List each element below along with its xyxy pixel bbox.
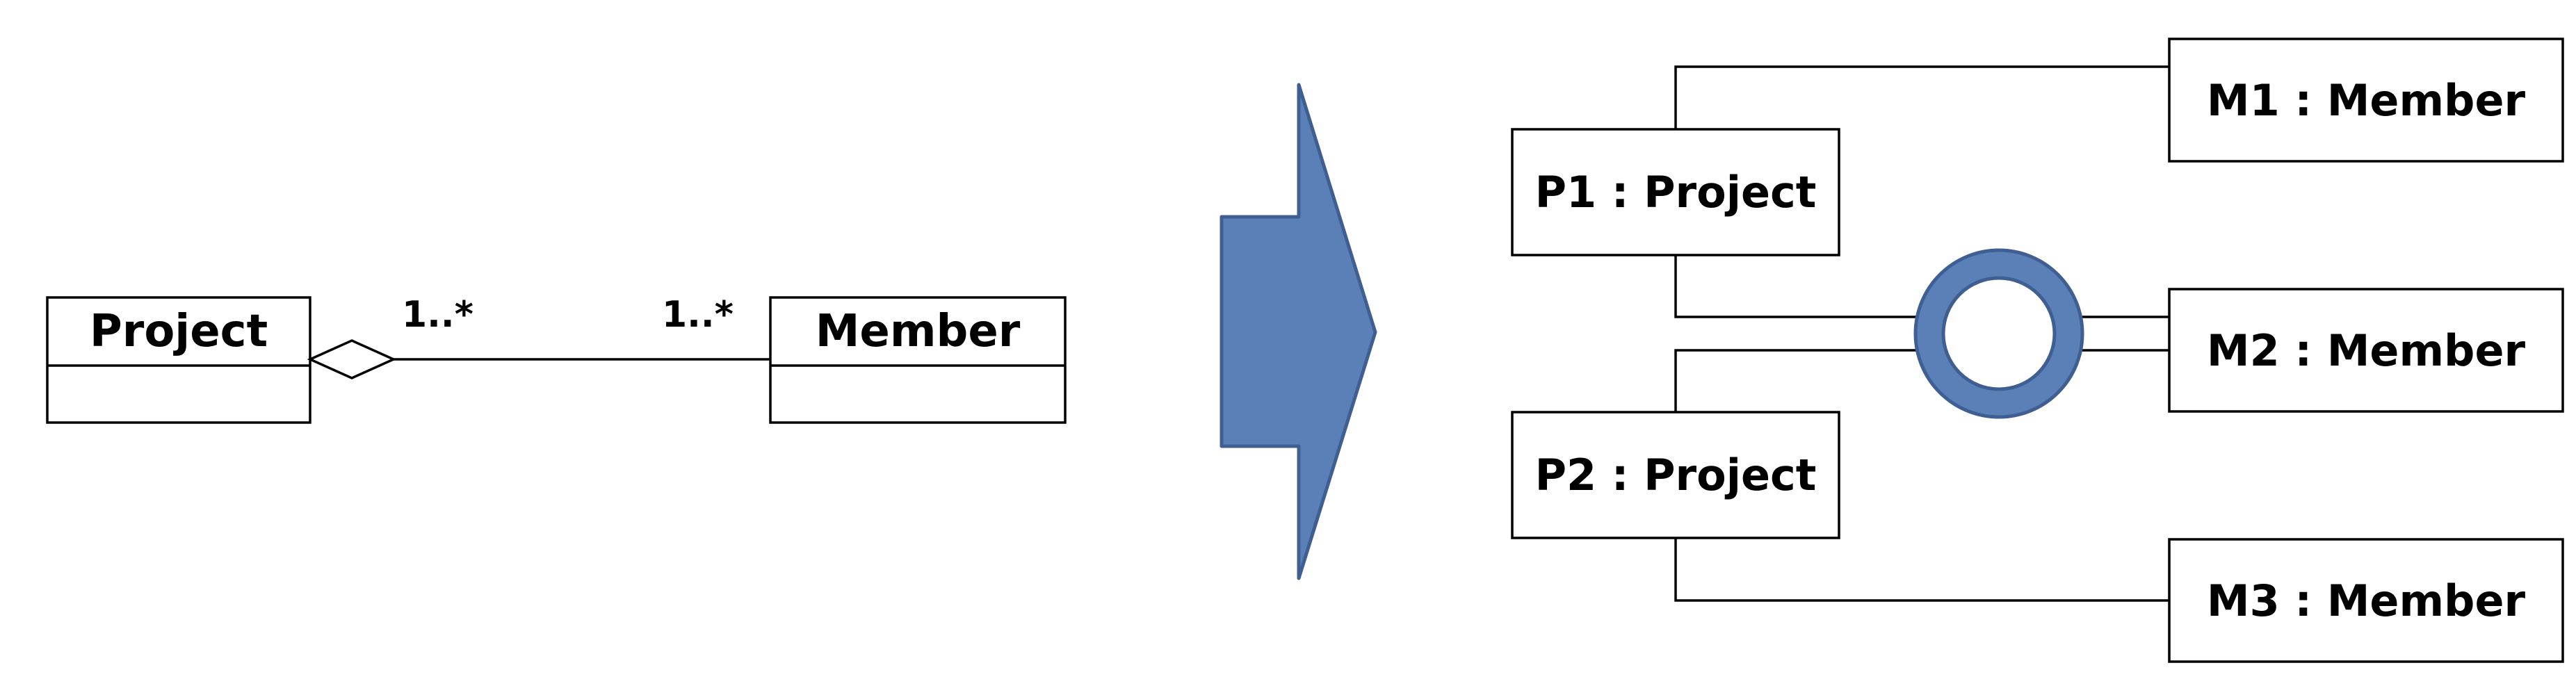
multiplicity-left: 1..* xyxy=(402,294,473,336)
class-box-member: Member xyxy=(769,296,1067,424)
aggregation-diamond-icon xyxy=(307,339,397,379)
aggregation-association xyxy=(307,339,770,379)
object-box-p2: P2 : Project xyxy=(1511,411,1840,539)
object-diagram: P1 : Project P2 : Project M1 : Member M2… xyxy=(1511,38,2564,663)
class-box-project: Project xyxy=(46,296,311,424)
class-diagram: Project Member 1..* 1..* xyxy=(46,294,1067,424)
object-label-p1: P1 : Project xyxy=(1535,167,1817,218)
object-label-m2: M2 : Member xyxy=(2207,325,2526,376)
object-label-p2: P2 : Project xyxy=(1535,450,1817,500)
object-box-m3: M3 : Member xyxy=(2168,538,2564,663)
ring-icon xyxy=(1913,248,2084,419)
block-arrow-right-icon xyxy=(1220,83,1377,580)
class-name-project: Project xyxy=(90,306,268,357)
class-name-member: Member xyxy=(816,306,1021,357)
object-box-p1: P1 : Project xyxy=(1511,128,1840,256)
object-box-m2: M2 : Member xyxy=(2168,288,2564,413)
multiplicity-right: 1..* xyxy=(662,294,734,336)
object-box-m1: M1 : Member xyxy=(2168,38,2564,163)
object-label-m3: M3 : Member xyxy=(2207,575,2526,626)
object-label-m1: M1 : Member xyxy=(2207,75,2526,126)
object-links xyxy=(1674,65,2169,602)
